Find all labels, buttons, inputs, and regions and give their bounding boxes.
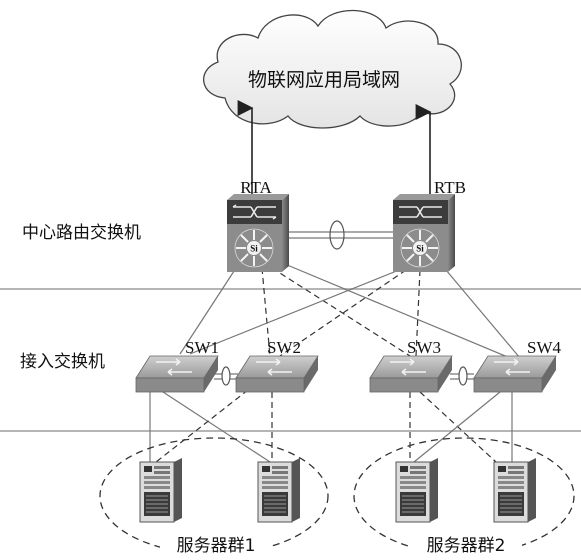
switch-sw2[interactable] <box>235 355 319 393</box>
downlink-lines <box>149 389 513 463</box>
link-rta-sw3 <box>271 267 411 357</box>
uplink-lines <box>179 261 521 359</box>
server-2[interactable] <box>257 458 300 523</box>
switch-pair-link-left <box>214 366 238 386</box>
switch-sw1[interactable] <box>135 355 219 393</box>
access-layer-label: 接入交换机 <box>20 352 105 372</box>
router-rta[interactable]: Si <box>227 194 289 272</box>
link-sw1-server2 <box>159 389 271 463</box>
link-sw2-server1 <box>155 389 249 463</box>
server-group-1-label: 服务器群1 <box>177 536 256 556</box>
link-rtb-sw4 <box>445 269 521 359</box>
server-1[interactable] <box>139 458 182 523</box>
router-badge <box>247 241 261 255</box>
server-group-2-label: 服务器群2 <box>427 536 506 556</box>
sw2-label: SW2 <box>267 338 301 357</box>
switch-pair-link-right <box>450 366 474 386</box>
link-rtb-sw1 <box>189 267 405 355</box>
rta-label: RTA <box>240 178 272 197</box>
core-layer-label: 中心路由交换机 <box>22 223 141 243</box>
interlink-bundle-ellipse <box>329 220 345 250</box>
router-rtb[interactable]: Si <box>393 194 455 272</box>
sw3-label: SW3 <box>407 338 441 357</box>
link-sw4-server3 <box>413 391 501 463</box>
link-rtb-sw3 <box>415 269 421 357</box>
switch-sw4[interactable] <box>473 355 557 393</box>
group1-label-mask <box>160 535 270 557</box>
cloud-shape <box>202 9 462 129</box>
link-sw3-server4 <box>419 391 497 463</box>
router-interlink <box>282 220 393 250</box>
link-rta-sw2 <box>261 267 271 357</box>
router-badge-label: Si <box>250 244 258 254</box>
link-rtb-sw2 <box>279 269 407 357</box>
sw1-label: SW1 <box>185 338 219 357</box>
server-4[interactable] <box>493 458 536 523</box>
sw4-label: SW4 <box>527 338 562 357</box>
cloud-lan: 物联网应用局域网 <box>202 9 462 129</box>
link-rta-sw4 <box>279 261 511 359</box>
group2-label-mask <box>412 535 522 557</box>
rtb-label: RTB <box>434 178 466 197</box>
server-3[interactable] <box>395 458 438 523</box>
link-rta-sw1 <box>179 267 237 355</box>
switch-sw3[interactable] <box>369 355 453 393</box>
router-badge-label: Si <box>416 244 424 254</box>
router-badge <box>413 241 427 255</box>
cloud-label: 物联网应用局域网 <box>248 69 400 91</box>
